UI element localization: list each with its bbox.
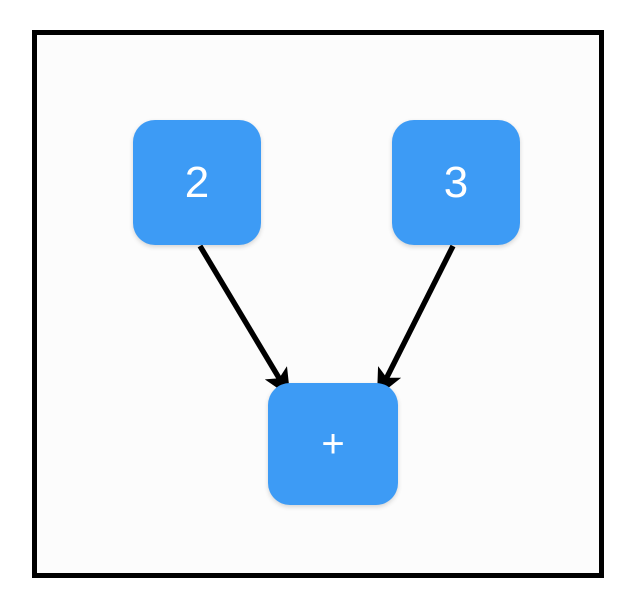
node-operand-b[interactable]: 3: [392, 120, 520, 245]
node-operand-a-label: 2: [184, 157, 210, 207]
node-operator-label: +: [321, 422, 345, 466]
node-operand-b-label: 3: [443, 157, 469, 207]
node-operator-plus[interactable]: +: [268, 383, 398, 505]
node-operand-a[interactable]: 2: [133, 120, 261, 245]
